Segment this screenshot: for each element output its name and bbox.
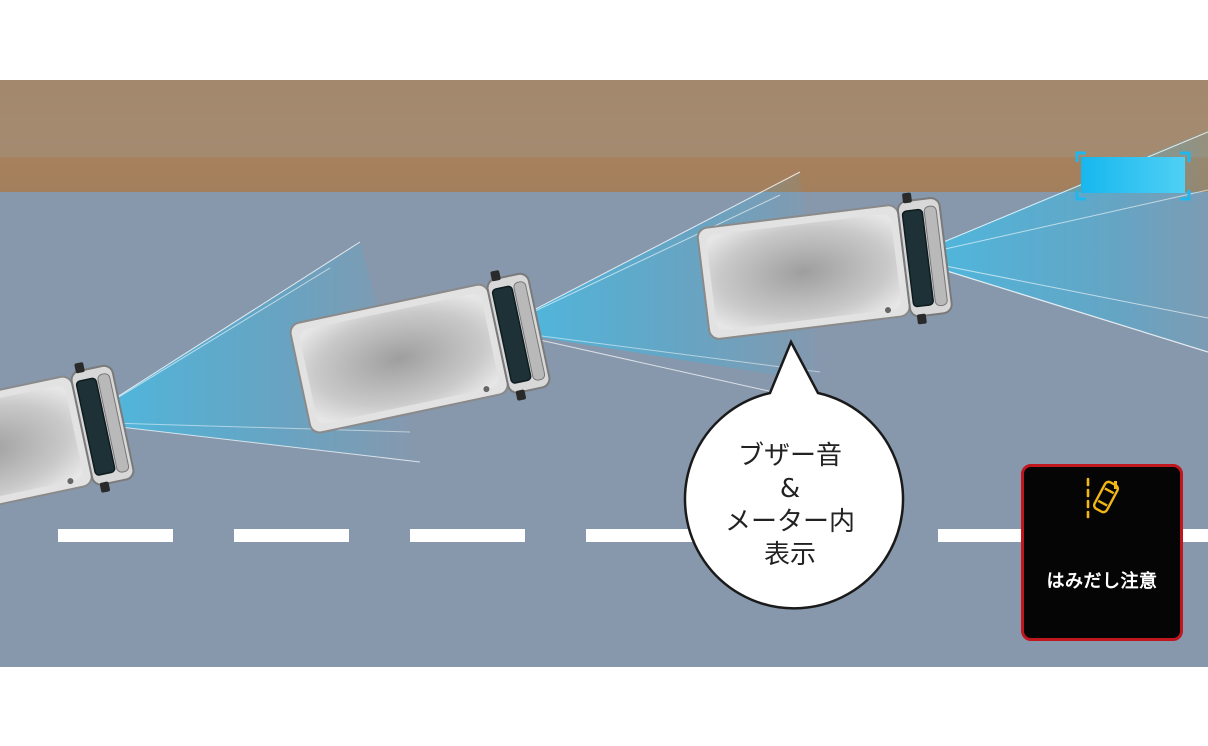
meter-warning-label: はみだし注意	[1046, 571, 1158, 592]
lane-departure-warning-icon	[1086, 477, 1120, 519]
roadside-strip	[0, 80, 1208, 192]
alert-description: ブザー音 & メーター内 表示	[690, 440, 890, 572]
bubble-line-ampersand: &	[779, 474, 801, 504]
bubble-line-buzzer: ブザー音	[737, 441, 842, 471]
roadside-object-icon	[1075, 151, 1191, 201]
speech-bubble-icon	[683, 339, 905, 610]
bubble-line-meter: メーター内	[724, 507, 855, 537]
meter-display-panel: はみだし注意	[1021, 464, 1183, 641]
bubble-line-display: 表示	[763, 540, 816, 570]
